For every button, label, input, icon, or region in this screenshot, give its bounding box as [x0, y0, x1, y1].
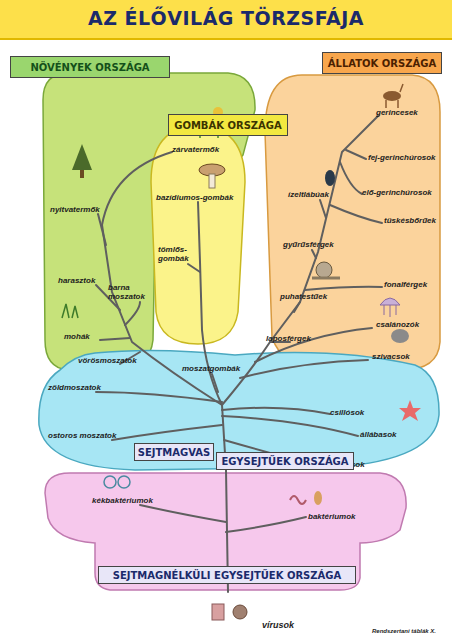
taxon-name: ízeltlábúak: [288, 190, 329, 199]
kingdom-name: SEJTMAGNÉLKÜLI EGYSEJTŰEK ORSZÁGA: [113, 570, 341, 581]
kingdom-name: NÖVÉNYEK ORSZÁGA: [30, 62, 149, 73]
taxon-name: zöldmoszatok: [48, 383, 101, 392]
mushroom-icon: [199, 164, 225, 188]
virus-icon: [212, 604, 247, 620]
region-shape: [45, 473, 406, 590]
taxon-name: mohák: [64, 332, 90, 341]
region-shape: [265, 75, 440, 370]
kingdom-label-box: NÖVÉNYEK ORSZÁGA: [10, 56, 170, 78]
taxon-name: szivacsok: [372, 352, 410, 361]
taxon-name: vörösmoszatok: [78, 356, 137, 365]
taxon-name: gerincesek: [376, 108, 418, 117]
moss-icon: [62, 304, 78, 318]
taxon-name: bazídiumos-gombák: [156, 193, 233, 202]
kingdom-label-box: GOMBÁK ORSZÁGA: [168, 114, 288, 136]
taxon-name: laposférgek: [266, 334, 311, 343]
taxon-name: nyitvatermők: [50, 205, 100, 214]
snail-icon: [312, 262, 340, 278]
kingdom-region: bazídiumos-gombáktömlős-gombákGOMBÁK ORS…: [148, 122, 248, 347]
taxon-name: vírusok: [262, 620, 294, 630]
taxon-name: zárvatermők: [172, 145, 219, 154]
kingdom-name: ÁLLATOK ORSZÁGA: [328, 58, 436, 69]
starfish-icon: [399, 400, 421, 421]
taxon-name: ostoros moszatok: [48, 431, 116, 440]
region-shape: [39, 350, 439, 470]
kingdom-name: EGYSEJTŰEK ORSZÁGA: [221, 456, 348, 467]
taxon-name: gyűrűsférgek: [283, 240, 334, 249]
taxon-name: kékbaktériumok: [92, 496, 153, 505]
taxon-name: barna moszatok: [108, 283, 153, 301]
diagram-title: AZ ÉLŐVILÁG TÖRZSFÁJA: [0, 7, 452, 29]
taxon-name: tüskésbőrűek: [384, 216, 436, 225]
taxon-name: fej-gerinchúrosok: [368, 153, 436, 162]
deer-icon: [383, 84, 403, 108]
cyanobacteria-icon: [104, 476, 130, 488]
taxon-name: harasztok: [58, 276, 95, 285]
series-note: Rendszertani táblák X.: [372, 628, 436, 634]
taxon-name: állábasok: [360, 430, 396, 439]
taxon-name: fonalférgek: [384, 280, 427, 289]
flower-icon: [196, 107, 223, 138]
bacteria-icon: [290, 491, 322, 505]
sponge-icon: [391, 329, 409, 343]
kingdom-label-box: SEJTMAGNÉLKÜLI EGYSEJTŰEK ORSZÁGA: [98, 566, 356, 584]
beetle-icon: [325, 170, 335, 186]
jellyfish-icon: [380, 298, 400, 317]
taxon-name: baktériumok: [308, 512, 356, 521]
taxon-name: csillósok: [330, 408, 364, 417]
kingdom-label-box: ÁLLATOK ORSZÁGA: [322, 52, 442, 74]
kingdom-region: kékbaktériumok baktériumokSEJTMAGNÉLKÜLI …: [40, 468, 410, 593]
region-outline: [148, 122, 248, 347]
taxon-name: tömlős-gombák: [158, 245, 198, 263]
taxon-name: moszatgombák: [182, 364, 240, 373]
kingdom-name: SEJTMAGVAS: [138, 447, 210, 458]
region-shape: [151, 125, 245, 344]
taxon-name: csalánozók: [376, 320, 419, 329]
taxon-name: elő-gerinchúrosok: [362, 188, 432, 197]
conifer-icon: [72, 144, 92, 178]
kingdom-region: gerincesek fej-gerinchúrosok elő-gerinchúr…: [262, 72, 444, 372]
kingdom-label-box: SEJTMAGVAS: [134, 443, 214, 461]
kingdom-label-box: EGYSEJTŰEK ORSZÁGA: [216, 452, 354, 470]
kingdom-name: GOMBÁK ORSZÁGA: [174, 120, 282, 131]
taxon-name: puhatestűek: [280, 292, 327, 301]
